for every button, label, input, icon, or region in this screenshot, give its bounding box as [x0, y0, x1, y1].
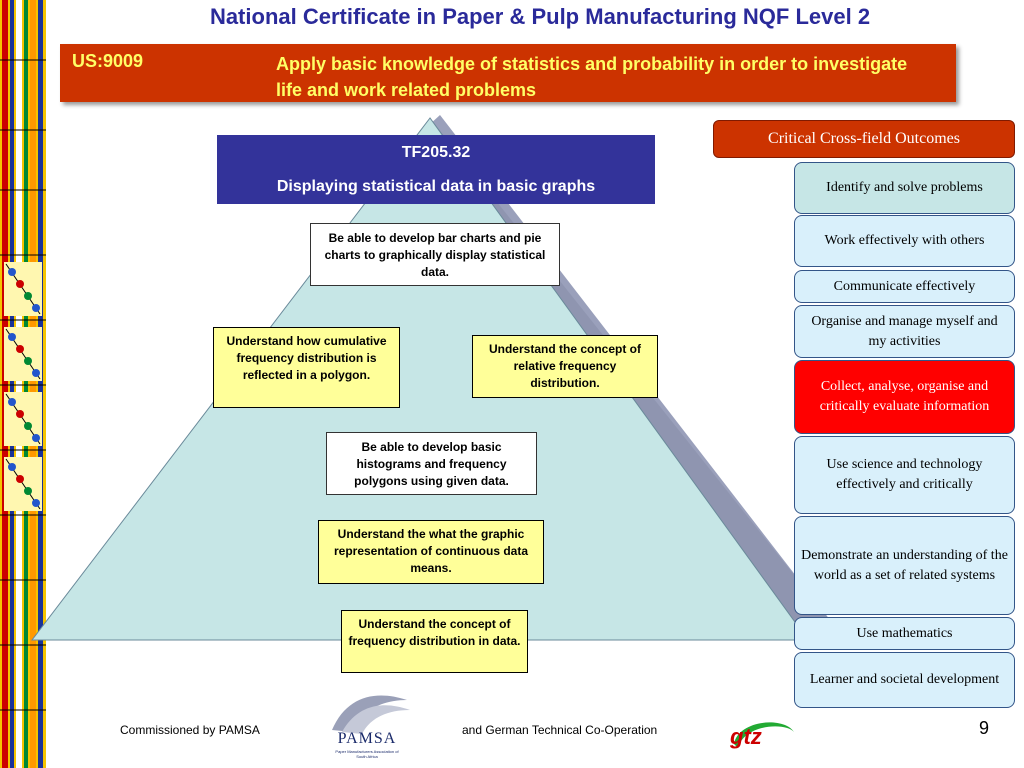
gtz-logo: gtz	[726, 714, 798, 758]
footer-cooperation: and German Technical Co-Operation	[462, 723, 658, 737]
decorative-border-strip	[0, 0, 46, 768]
pamsa-logo: PAMSA Paper Manufacturers Association of…	[322, 690, 412, 764]
unit-standard-banner: US:9009 Apply basic knowledge of statist…	[60, 44, 956, 102]
topic-title: Displaying statistical data in basic gra…	[276, 178, 596, 195]
gtz-logo-text: gtz	[730, 724, 762, 749]
cross-field-outcome: Work effectively with others	[794, 215, 1015, 267]
unit-standard-title: Apply basic knowledge of statistics and …	[276, 54, 908, 100]
critical-cross-field-header: Critical Cross-field Outcomes	[713, 120, 1015, 158]
cross-field-outcome: Communicate effectively	[794, 270, 1015, 303]
outcome-box: Understand the what the graphic represen…	[318, 520, 544, 584]
cross-field-outcome: Identify and solve problems	[794, 162, 1015, 214]
outcome-box: Be able to develop basic histograms and …	[326, 432, 537, 495]
outcome-box: Understand the concept of relative frequ…	[472, 335, 658, 398]
cross-field-outcome: Organise and manage myself and my activi…	[794, 305, 1015, 358]
pamsa-logo-text: PAMSA	[337, 730, 397, 747]
footer-commissioned: Commissioned by PAMSA	[120, 723, 260, 737]
page-number: 9	[979, 718, 990, 738]
cross-field-outcome: Learner and societal development	[794, 652, 1015, 708]
topic-box: TF205.32 Displaying statistical data in …	[217, 135, 655, 204]
cross-field-outcome-highlighted: Collect, analyse, organise and criticall…	[794, 360, 1015, 434]
topic-code: TF205.32	[401, 144, 471, 161]
cross-field-outcome: Demonstrate an understanding of the worl…	[794, 516, 1015, 615]
outcome-box: Be able to develop bar charts and pie ch…	[310, 223, 560, 286]
cross-field-outcome: Use science and technology effectively a…	[794, 436, 1015, 514]
cross-field-outcome: Use mathematics	[794, 617, 1015, 650]
pamsa-logo-subtext: Paper Manufacturers Association of South…	[335, 749, 399, 759]
outcome-box: Understand the concept of frequency dist…	[341, 610, 528, 673]
slide-title: National Certificate in Paper & Pulp Man…	[209, 4, 871, 29]
outcome-box: Understand how cumulative frequency dist…	[213, 327, 400, 408]
unit-standard-code: US:9009	[72, 51, 144, 71]
